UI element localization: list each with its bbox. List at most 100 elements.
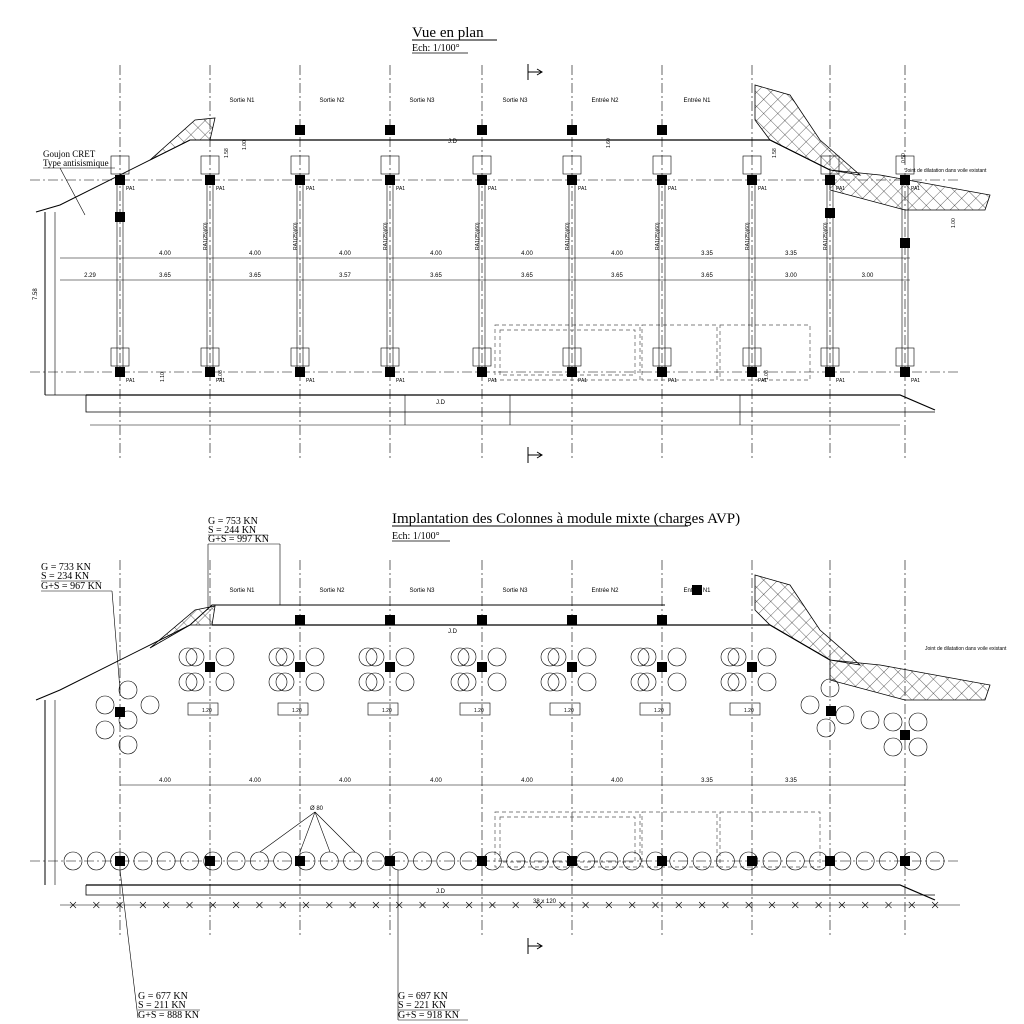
plan-bay-1: Sortie N2 — [319, 98, 345, 104]
existing-wall-right-hatch — [754, 84, 862, 176]
col-bay-0: Sortie N1 — [229, 588, 255, 594]
col-bay-3: Sortie N3 — [502, 588, 528, 594]
col-bottom-vibro-24 — [622, 851, 642, 871]
plan-spacing-top-7: 3.35 — [785, 251, 797, 257]
col-bottom-tick-b-30 — [768, 901, 776, 909]
plan-pile-8-0 — [825, 175, 835, 185]
col-bottom-pile-8 — [825, 856, 835, 866]
plan-pile-label-0-0: PA1 — [126, 186, 135, 192]
col-bay-4: Entrée N2 — [591, 588, 619, 594]
col-vibro-column-3-0 — [457, 647, 477, 667]
col-bottom-tick-b-24 — [628, 901, 636, 909]
col-diam-label: Ø 80 — [310, 806, 324, 812]
plan-rebar-label-2: RA1(25)(60) — [293, 222, 299, 250]
col-bay-1: Sortie N2 — [319, 588, 345, 594]
plan-spacing-bottom-5: 3.65 — [521, 273, 533, 279]
col-bottom-tick-b-16 — [442, 901, 450, 909]
col-vibro-column-0-e2 — [178, 672, 198, 692]
col-vibro-column-0-2 — [185, 672, 205, 692]
col-sub-dim-box-2 — [367, 702, 399, 716]
col-joint-bottom: J.D — [436, 889, 446, 895]
plan-pile-cap-8-0 — [820, 155, 840, 175]
col-vibro-column-6-2 — [727, 672, 747, 692]
col-bottom-tick-b-11 — [326, 901, 333, 909]
plan-grid-axes — [119, 65, 906, 460]
col-bottom-tick-b-5 — [186, 901, 193, 909]
plan-spacing-bottom-2: 3.65 — [249, 273, 261, 279]
col-vibro-column-6-0 — [727, 647, 747, 667]
col-bottom-tick-b-32 — [815, 901, 822, 909]
col-main-pile-2 — [385, 662, 395, 672]
col-bottom-tick-b-7 — [232, 901, 240, 909]
plan-bay-4: Entrée N2 — [591, 98, 619, 104]
col-vibro-column-5-e2 — [630, 672, 650, 692]
col-right-group-4 — [860, 710, 880, 730]
col-sub-dim-box-5 — [639, 702, 671, 716]
plan-small-dim-2: 1.60 — [606, 138, 612, 148]
col-vibro-column-6-e2 — [720, 672, 740, 692]
existing-slab-right-hatch — [829, 169, 991, 211]
col-bottom-pile-3 — [385, 856, 395, 866]
col-bottom-pile-0 — [115, 856, 125, 866]
col-top-column-2 — [477, 615, 487, 625]
plan-pile-6-0 — [657, 175, 667, 185]
col-main-pile-3 — [477, 662, 487, 672]
col-sub-dim-3: 1.20 — [474, 708, 484, 714]
col-vibro-column-0-0 — [185, 647, 205, 667]
column-title: Implantation des Colonnes à module mixte… — [392, 511, 740, 527]
col-existing-wall-left-hatch — [149, 605, 216, 649]
existing-wall-left-hatch — [149, 117, 216, 161]
section-arrow-bottom — [527, 447, 543, 463]
plan-pile-cap-3-1 — [380, 347, 400, 367]
col-bottom-vibro-11 — [319, 851, 339, 871]
plan-pile-label-7-0: PA1 — [758, 186, 767, 192]
col-bottom-pile-9 — [900, 856, 910, 866]
col-bottom-vibro-12 — [343, 851, 362, 871]
plan-pile-cap-6-1 — [652, 347, 672, 367]
plan-pile-label-1-1: PA1 — [216, 378, 225, 384]
plan-pile-7-0 — [747, 175, 757, 185]
svg-text:S = 234 KN: S = 234 KN — [41, 571, 89, 582]
col-sub-dim-box-6 — [729, 702, 761, 716]
plan-pile-label-3-0: PA1 — [396, 186, 405, 192]
plan-spacing-bottom-7: 3.65 — [701, 273, 713, 279]
plan-pile-label-8-0: PA1 — [836, 186, 845, 192]
col-bay-2: Sortie N3 — [409, 588, 435, 594]
plan-pile-cap-3-0 — [380, 155, 400, 175]
col-vibro-column-2-e2 — [358, 672, 378, 692]
col-sub-dim-2: 1.20 — [382, 708, 392, 714]
plan-joint-note: Joint de dilatation dans voile existant — [905, 168, 987, 174]
col-pitch-label: 38 x 120 — [533, 899, 557, 905]
plan-pile-cap-9-1 — [895, 347, 915, 367]
col-bottom-tick-b-25 — [652, 901, 659, 909]
col-bottom-tick-b-8 — [256, 901, 263, 909]
col-bottom-tick-b-28 — [722, 901, 729, 909]
col-bottom-pile-4 — [477, 856, 487, 866]
plan-bay-0: Sortie N1 — [229, 98, 255, 104]
col-top-column-extra — [692, 585, 702, 595]
svg-text:G = 697 KN: G = 697 KN — [398, 991, 448, 1002]
col-right-group-1 — [820, 678, 840, 698]
plan-extra-pile-left — [115, 212, 125, 222]
plan-pile-label-8-1: PA1 — [836, 378, 845, 384]
col-main-pile-5 — [657, 662, 667, 672]
col-sub-dim-6: 1.20 — [744, 708, 754, 714]
col-bottom-tick-b-4 — [162, 901, 170, 909]
col-vibro-column-5-e1 — [630, 647, 650, 667]
col-bottom-vibro-5 — [180, 851, 199, 871]
goujon-label-2: Type antisismique — [43, 158, 109, 168]
plan-bay-3: Sortie N3 — [502, 98, 528, 104]
plan-pile-3-1 — [385, 367, 395, 377]
plan-pile-cap-6-0 — [652, 155, 672, 175]
col-bottom-vibro-37 — [925, 851, 945, 871]
plan-pile-1-0 — [205, 175, 215, 185]
plan-rebar-label-1: RA1(25)(60) — [203, 222, 209, 250]
plan-pile-cap-0-1 — [110, 347, 130, 367]
plan-spacing-top-6: 3.35 — [701, 251, 713, 257]
col-vibro-column-4-e2 — [540, 672, 560, 692]
col-bottom-tick-b-9 — [279, 901, 286, 909]
plan-pile-2-0 — [295, 175, 305, 185]
col-vibro-column-2-e1 — [358, 647, 378, 667]
col-bottom-tick-b-14 — [395, 901, 403, 909]
col-top-column-4 — [657, 615, 667, 625]
